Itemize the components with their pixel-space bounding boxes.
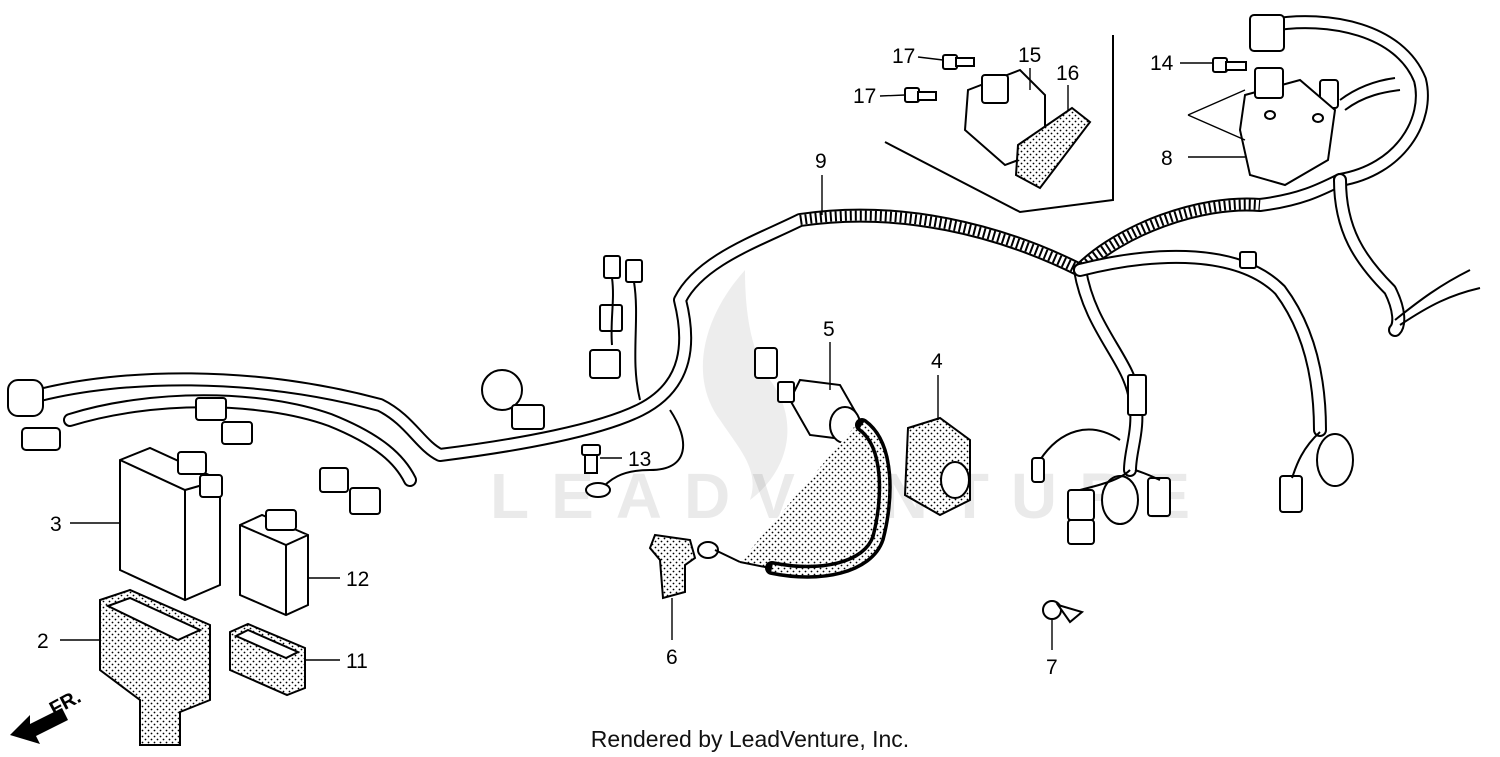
relay-unit[interactable]: [239, 509, 309, 617]
callout-2: 2: [37, 630, 49, 653]
control-unit[interactable]: [119, 446, 223, 602]
inset-frame: [884, 35, 1114, 214]
callout-17-lower: 17: [853, 85, 876, 108]
spark-plug-cap[interactable]: [648, 533, 741, 600]
harness-connectors-right: [1031, 14, 1354, 545]
control-unit-case[interactable]: [99, 588, 211, 746]
callout-8: 8: [1161, 147, 1173, 170]
harness-clamp[interactable]: [1042, 600, 1085, 624]
watermark-logo: [702, 270, 788, 500]
callout-12: 12: [346, 568, 369, 591]
ground-wire: [585, 409, 684, 498]
callout-11: 11: [346, 650, 368, 673]
callout-17-upper: 17: [892, 45, 915, 68]
callout-6: 6: [666, 646, 678, 669]
callout-13: 13: [628, 448, 651, 471]
callout-4: 4: [931, 350, 943, 373]
callout-16: 16: [1056, 62, 1079, 85]
callout-9: 9: [815, 150, 827, 173]
regulator-bolt-lower[interactable]: [904, 87, 937, 103]
callout-labels: 2 3 4 5 6 7 8 9 11 12 13 14 15 16 17 17: [37, 44, 1174, 679]
regulator-plate[interactable]: [1014, 106, 1092, 190]
callout-leaders: [60, 56, 1246, 661]
callout-5: 5: [823, 318, 835, 341]
callout-14: 14: [1150, 52, 1174, 75]
ground-bolt[interactable]: [581, 444, 601, 474]
relay-cover[interactable]: [229, 622, 306, 697]
regulator-mount-bolt[interactable]: [1212, 57, 1247, 73]
regulator-rectifier[interactable]: [1238, 67, 1337, 187]
main-wire-harness[interactable]: [33, 15, 1481, 487]
callout-15: 15: [1018, 44, 1041, 67]
ignition-coil[interactable]: [739, 378, 892, 579]
callout-3: 3: [50, 513, 62, 536]
regulator-bolt-upper[interactable]: [942, 54, 975, 70]
regulator-unit[interactable]: [265, 0, 1046, 167]
harness-connectors-left: [7, 79, 1339, 515]
coil-rubber-mount[interactable]: [903, 416, 971, 517]
render-credit: Rendered by LeadVenture, Inc.: [590, 726, 910, 752]
callout-7: 7: [1046, 656, 1058, 679]
